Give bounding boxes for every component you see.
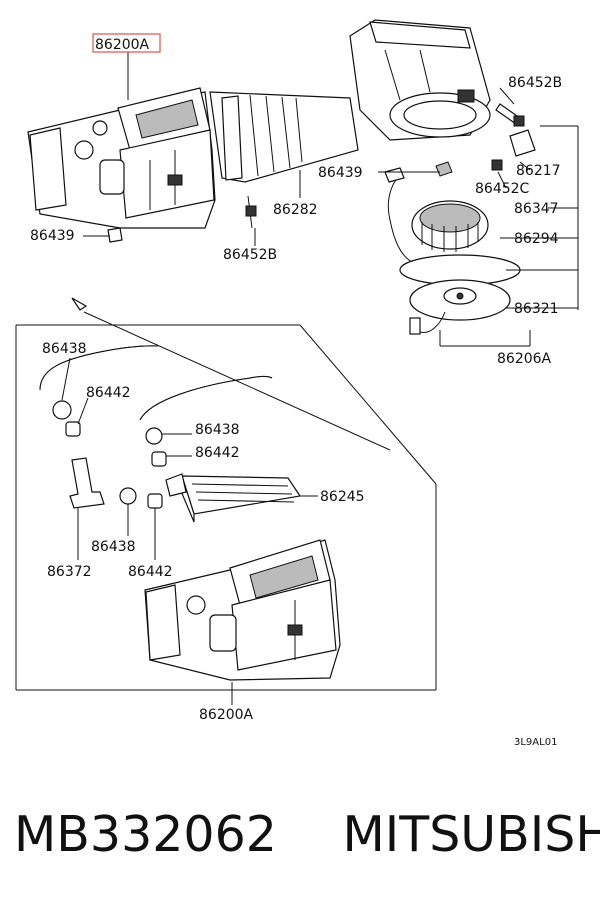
seal-86442-b — [151, 451, 167, 467]
label-86200A-top: 86200A — [95, 37, 150, 53]
heater-unit-top — [27, 87, 216, 229]
label-86442-b: 86442 — [195, 445, 240, 461]
label-86438-c: 86438 — [91, 539, 136, 555]
clamp-86438-a — [52, 400, 72, 420]
wire-86206A — [419, 311, 446, 334]
clip-86439-mid — [435, 161, 453, 177]
seal-86442-a — [65, 421, 81, 437]
diagram-code: 3L9AL01 — [514, 737, 557, 748]
heater-unit-bottom — [144, 539, 341, 681]
bolt-86452B-lower — [245, 195, 257, 229]
brand-name: MITSUBISHI — [342, 806, 600, 863]
clamp-86438-b — [145, 427, 163, 445]
label-86452B-low: 86452B — [223, 247, 277, 263]
label-86294: 86294 — [514, 231, 559, 247]
label-86439-mid: 86439 — [318, 165, 363, 181]
label-86439-left: 86439 — [30, 228, 75, 244]
label-86442-a: 86442 — [86, 385, 131, 401]
label-86452C: 86452C — [475, 181, 530, 197]
blower-fan-86294 — [411, 200, 489, 252]
highlight-box — [92, 33, 161, 53]
leader-lines-top — [83, 52, 579, 347]
clamp-86438-c — [119, 487, 137, 505]
label-86206A: 86206A — [497, 351, 552, 367]
label-86438-b: 86438 — [195, 422, 240, 438]
part-number: MB332062 — [14, 806, 277, 863]
label-86200A-bottom: 86200A — [199, 707, 254, 723]
screw-86452C — [491, 159, 503, 171]
pipe-86372 — [69, 457, 105, 509]
label-86442-c: 86442 — [128, 564, 173, 580]
label-86245: 86245 — [320, 489, 365, 505]
clip-86439-left — [107, 227, 123, 243]
bolt-86452B-top — [495, 103, 525, 127]
label-86372: 86372 — [47, 564, 92, 580]
blower-case — [349, 19, 491, 141]
leader-lines-bottom — [61, 357, 318, 705]
label-86217: 86217 — [516, 163, 561, 179]
exploded-box — [15, 297, 437, 691]
footer-caption: MB332062 MITSUBISHI — [14, 806, 600, 863]
hoses — [39, 345, 273, 421]
bracket-86217 — [509, 129, 536, 157]
label-86321: 86321 — [514, 301, 559, 317]
wire-86347 — [387, 175, 413, 263]
label-86347: 86347 — [514, 201, 559, 217]
duct-86282 — [209, 91, 359, 183]
connector — [409, 317, 421, 335]
seal-86442-c — [147, 493, 163, 509]
label-86282: 86282 — [273, 202, 318, 218]
blower-motor-86321 — [409, 279, 511, 321]
heater-core-86245 — [165, 473, 302, 523]
label-86452B-top: 86452B — [508, 75, 562, 91]
label-86438-a: 86438 — [42, 341, 87, 357]
